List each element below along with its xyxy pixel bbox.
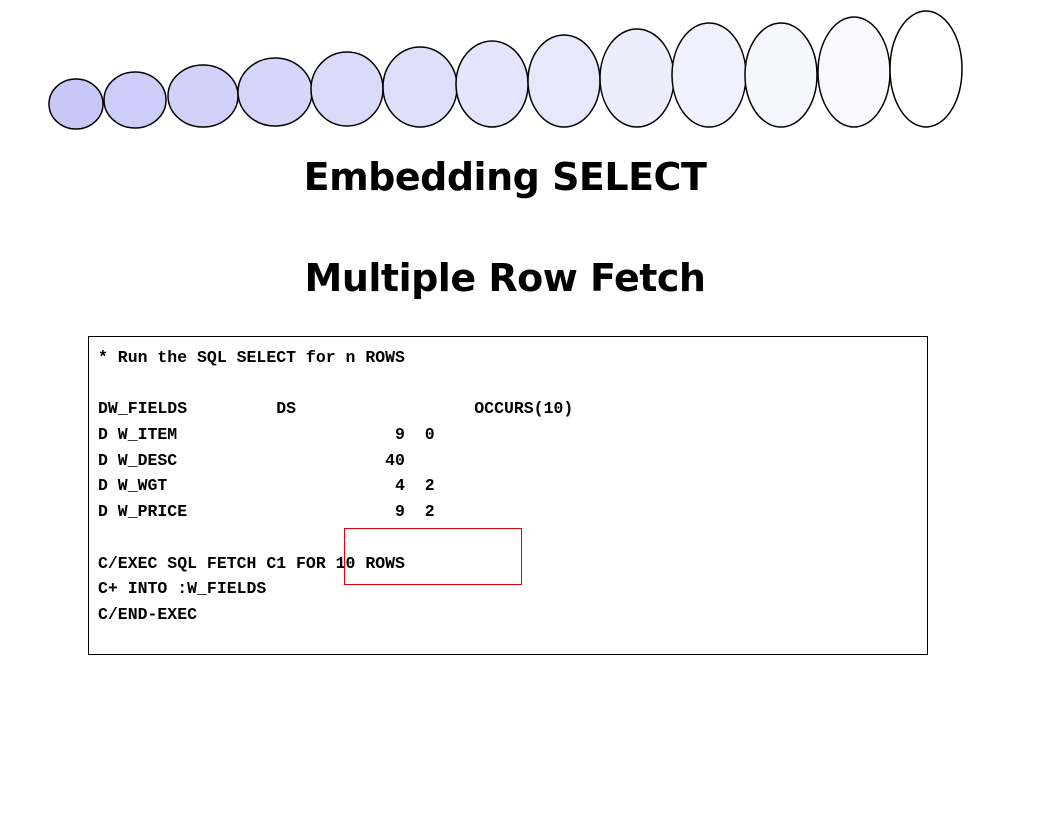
decorative-oval-band [48,10,963,130]
code-line-field-price: D W_PRICE 9 2 [98,502,435,522]
decorative-oval [167,64,239,128]
code-line-comment: * Run the SQL SELECT for n ROWS [98,348,405,367]
code-listing-box: * Run the SQL SELECT for n ROWS DW_FIELDS… [88,336,928,655]
code-line-field-desc: D W_DESC 40 [98,450,405,470]
decorative-oval [599,28,675,128]
decorative-oval [382,46,458,128]
decorative-oval [527,34,601,128]
code-line-field-item: D W_ITEM 9 0 [98,425,435,445]
decorative-oval [744,22,818,128]
decorative-oval [455,40,529,128]
decorative-oval [237,57,313,127]
decorative-oval [103,71,167,129]
slide-subtitle: Multiple Row Fetch [304,256,706,300]
code-line-exec-fetch: C/EXEC SQL FETCH C1 FOR 10 ROWS [98,553,405,573]
decorative-oval [817,16,891,128]
code-line-end-exec: C/END-EXEC [98,604,198,624]
decorative-oval [48,78,104,130]
code-listing: * Run the SQL SELECT for n ROWS DW_FIELDS… [98,345,573,628]
decorative-oval [889,10,963,128]
code-line-ds-definition: DW_FIELDS DS OCCURS(10) [98,399,574,419]
code-line-blank [98,371,573,397]
decorative-oval [671,22,747,128]
code-line-into: C+ INTO :W_FIELDS [98,579,267,599]
highlight-box-for-rows [344,528,522,585]
decorative-oval [310,51,384,127]
slide-title: Embedding SELECT [303,155,707,199]
code-line-field-wgt: D W_WGT 4 2 [98,476,435,496]
